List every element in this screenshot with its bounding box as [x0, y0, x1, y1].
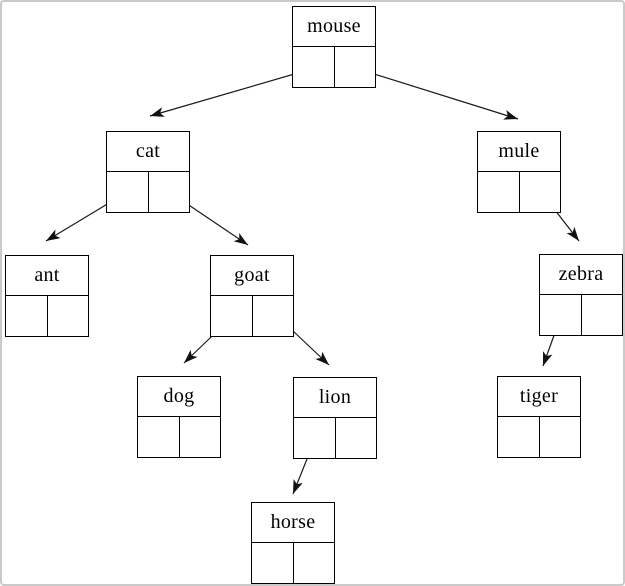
- node-label: horse: [252, 503, 334, 543]
- left-pointer-cell: [498, 417, 540, 457]
- edge-mouse-right-mule: [354, 67, 519, 120]
- left-pointer-cell: [293, 47, 335, 87]
- node-zebra: zebra: [539, 254, 623, 336]
- right-pointer-cell: [520, 172, 561, 212]
- node-pointer-cells: [540, 295, 622, 335]
- node-label: goat: [211, 256, 293, 296]
- node-cat: cat: [106, 131, 190, 213]
- edge-mouse-left-cat: [149, 67, 316, 117]
- node-pointer-cells: [211, 296, 293, 336]
- node-tiger: tiger: [497, 376, 581, 458]
- node-mouse: mouse: [292, 6, 376, 88]
- right-pointer-cell: [253, 296, 294, 336]
- node-pointer-cells: [293, 47, 375, 87]
- node-pointer-cells: [294, 418, 376, 458]
- node-pointer-cells: [252, 543, 334, 583]
- left-pointer-cell: [6, 296, 48, 336]
- node-label: mouse: [293, 7, 375, 47]
- node-lion: lion: [293, 377, 377, 459]
- node-label: cat: [107, 132, 189, 172]
- node-mule: mule: [477, 131, 561, 213]
- node-label: tiger: [498, 377, 580, 417]
- node-horse: horse: [251, 502, 335, 584]
- node-label: lion: [294, 378, 376, 418]
- node-label: ant: [6, 256, 88, 296]
- left-pointer-cell: [294, 418, 336, 458]
- node-label: dog: [138, 377, 220, 417]
- node-label: zebra: [540, 255, 622, 295]
- node-label: mule: [478, 132, 560, 172]
- right-pointer-cell: [180, 417, 221, 457]
- right-pointer-cell: [294, 543, 335, 583]
- left-pointer-cell: [107, 172, 149, 212]
- right-pointer-cell: [336, 418, 377, 458]
- node-pointer-cells: [6, 296, 88, 336]
- right-pointer-cell: [48, 296, 89, 336]
- left-pointer-cell: [252, 543, 294, 583]
- left-pointer-cell: [478, 172, 520, 212]
- node-goat: goat: [210, 255, 294, 337]
- node-pointer-cells: [498, 417, 580, 457]
- node-ant: ant: [5, 255, 89, 337]
- right-pointer-cell: [335, 47, 376, 87]
- left-pointer-cell: [211, 296, 253, 336]
- node-dog: dog: [137, 376, 221, 458]
- right-pointer-cell: [149, 172, 190, 212]
- right-pointer-cell: [582, 295, 623, 335]
- node-pointer-cells: [478, 172, 560, 212]
- left-pointer-cell: [540, 295, 582, 335]
- left-pointer-cell: [138, 417, 180, 457]
- node-pointer-cells: [138, 417, 220, 457]
- node-pointer-cells: [107, 172, 189, 212]
- right-pointer-cell: [540, 417, 581, 457]
